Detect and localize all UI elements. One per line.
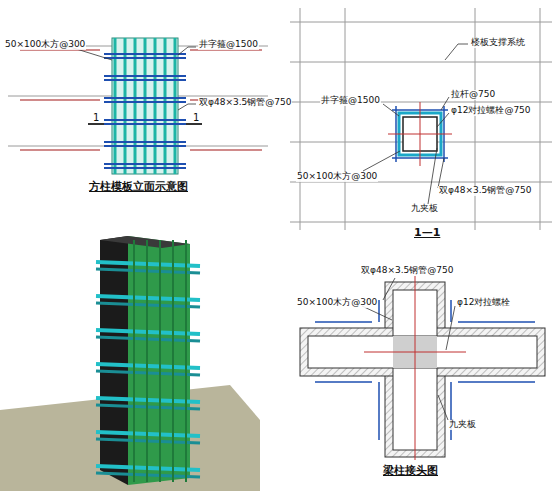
leader-lines <box>62 44 468 420</box>
column-plan <box>290 8 552 230</box>
steel-pipe-bars <box>96 240 200 482</box>
callout-label: 双φ48×3.5钢管@750 <box>360 266 454 276</box>
callout-label: φ12对拉螺栓@750 <box>450 106 532 116</box>
callout-label: φ12对拉螺栓 <box>456 298 511 308</box>
callout-label: 50×100木方@300 <box>4 40 86 50</box>
caption-label: 方柱模板立面示意图 <box>88 181 189 193</box>
callout-label: 九夹板 <box>448 420 477 430</box>
callout-label: 1 <box>92 112 100 123</box>
callout-label: 拉杆@750 <box>450 90 496 100</box>
column-3d-view <box>0 236 260 491</box>
callout-label: 井字箍@1500 <box>320 96 381 106</box>
callout-label: 井字箍@1500 <box>198 40 259 50</box>
caption-label: 1—1 <box>413 227 441 239</box>
callout-label: 50×100木方@300 <box>296 298 378 308</box>
callout-label: 50×100木方@300 <box>296 172 378 182</box>
callout-label: 1 <box>192 112 200 123</box>
column-section <box>388 102 452 166</box>
callout-label: 楼板支撑系统 <box>470 38 526 48</box>
callout-label: 双φ48×3.5钢管@750 <box>198 98 292 108</box>
callout-label: 九夹板 <box>410 204 439 214</box>
callout-label: 双φ48×3.5钢管@750 <box>438 186 532 196</box>
caption-label: 梁柱接头图 <box>382 465 439 477</box>
